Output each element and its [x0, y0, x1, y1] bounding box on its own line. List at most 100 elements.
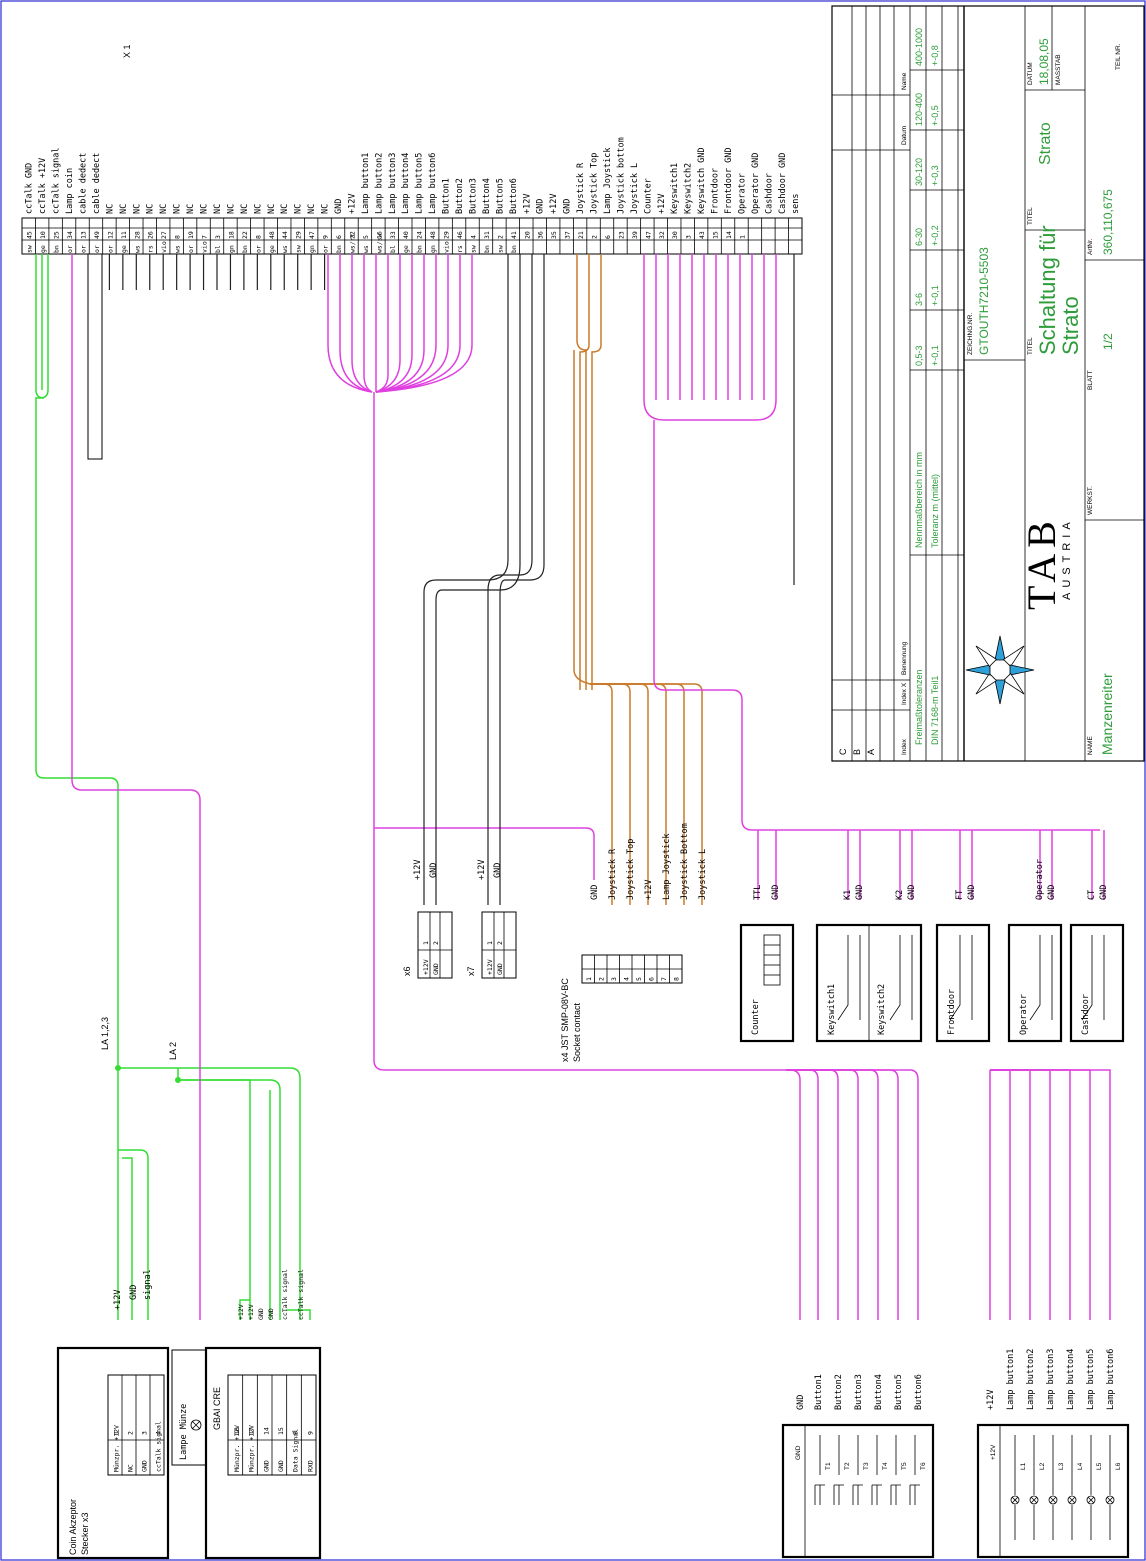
device-wiring [643, 254, 1105, 900]
k1-gnd-wire: GND [855, 885, 865, 900]
x1-signal-label: Lamp Joystick [603, 147, 613, 214]
x1-pin-number: 19 [187, 231, 195, 239]
index-row-letter: B [852, 749, 862, 755]
button-wire-label: Button3 [854, 1374, 864, 1410]
gbai-row-label: RXD [306, 1460, 314, 1472]
x7-wire-label-12v: +12V [477, 860, 487, 880]
pushbutton-icon [890, 1435, 901, 1505]
x1-signal-label: ccTalk GND [25, 163, 35, 214]
x1-wire-color: vio [443, 241, 451, 253]
bus-label-la123: LA 1,2,3 [100, 1017, 110, 1050]
x6-pin1-name: +12V [422, 959, 430, 975]
zeichnr-value: GTOUTH7210-5503 [977, 247, 991, 355]
x1-signal-label: Lamp button3 [388, 153, 398, 214]
x1-wire-color: bn [53, 245, 61, 253]
x1-wire-color: vio [160, 241, 168, 253]
x1-pin-number: 8 [254, 235, 262, 239]
x1-wire-color: or [79, 245, 87, 253]
coin-row-num: 2 [127, 1431, 135, 1435]
x1-pin-number: 31 [483, 231, 491, 239]
x1-signal-label: GND [563, 199, 573, 214]
counter-display [763, 934, 781, 986]
tolerance-value: +-0,8 [930, 45, 940, 66]
x1-wire-color: bn [416, 245, 424, 253]
x1-pin-number: 48 [268, 231, 276, 239]
coin-acceptor-sub: Stecker x3 [80, 1512, 90, 1555]
x1-signal-label: Button3 [468, 178, 478, 214]
x1-wire-color: rs [147, 245, 155, 253]
x1-signal-label: Frontdoor GND [724, 147, 734, 214]
lamp-wire-label: Lamp button5 [1086, 1349, 1096, 1410]
x7-pin2-num: 2 [496, 941, 504, 945]
x1-pin-number: 6 [335, 235, 343, 239]
x4-wire-label: Lamp Joystick [662, 833, 672, 900]
lamp-icon [1048, 1495, 1058, 1505]
x1-pin-number: 28 [133, 231, 141, 239]
tolerance-range: 400-1000 [914, 28, 924, 66]
lampe-muenze-label: Lampe Münze [179, 1404, 189, 1460]
x1-signal-label: NC [173, 204, 183, 214]
coin-wire-gnd: GND [129, 1285, 139, 1300]
x4-wire-label: GND [590, 885, 600, 900]
tolerance-value: +-0,2 [930, 225, 940, 246]
button-wire-label: Button5 [894, 1374, 904, 1410]
range-tol: Toleranz m (mittel) [930, 474, 940, 548]
tolerance-range: 30-120 [914, 158, 924, 186]
x4-pin-number: 7 [660, 977, 668, 981]
x1-wire-color: gn [227, 245, 235, 253]
x1-wire-color: or [254, 245, 262, 253]
massstab-label: MASSTAB [1055, 54, 1062, 85]
counter-box [739, 923, 795, 1043]
x1-signal-label: Cashdoor GND [778, 153, 788, 214]
x1-signal-label: NC [132, 204, 142, 214]
button-tag: T6 [920, 1462, 927, 1470]
x1-signal-label: Operator [737, 173, 747, 214]
x1-pin-number: 22 [241, 231, 249, 239]
tab-logo: TAB AUSTRIA [965, 515, 1073, 705]
x1-wire-color: ws [281, 245, 289, 253]
x1-signal-label: NC [159, 204, 169, 214]
x1-signal-label: Lamp button4 [401, 153, 411, 214]
lampe-muenze: Lampe Münze [171, 1349, 209, 1466]
gbai-row-label: Münzpr. +12V [248, 1425, 256, 1472]
button-wire-label: Button2 [834, 1374, 844, 1410]
x6-label: x6 [402, 966, 412, 976]
x4-label: x4 JST SMP-08V-BC [560, 978, 570, 1062]
x1-pin-number: 26 [147, 231, 155, 239]
lamp-panel-12v-label: +12V [990, 1444, 997, 1460]
x1-pin-number: 11 [120, 231, 128, 239]
x1-pin-number: 2 [591, 235, 599, 239]
x1-wire-color: ws [362, 245, 370, 253]
x1-wire-color: or [106, 245, 114, 253]
device-counter: TTL GND Counter [739, 885, 795, 1043]
x1-signal-label: NC [119, 204, 129, 214]
x1-wire-color: ge [39, 245, 47, 253]
x4-wire-label: Joystick Top [626, 839, 636, 900]
x1-pin-number: 45 [26, 231, 34, 239]
lamp-icon [1086, 1495, 1096, 1505]
gbai-row-num: 14 [262, 1427, 270, 1435]
index-row-letter: A [866, 749, 876, 755]
x7-pin1-name: +12V [486, 959, 494, 975]
x1-pin-number: 41 [510, 231, 518, 239]
x1-signal-label: NC [105, 204, 115, 214]
lampe-muenze-box [171, 1349, 209, 1466]
x1-signal-label: NC [240, 204, 250, 214]
gbai-row-num: 9 [306, 1431, 314, 1435]
x1-pin-number: 18 [227, 231, 235, 239]
tolerance-range: 0,5-3 [914, 345, 924, 366]
index-row-letter: C [838, 748, 848, 755]
datum-label: DATUM [1027, 62, 1034, 85]
cashdoor-box [1069, 923, 1125, 1043]
gbai-wire-label: +12V [237, 1304, 245, 1320]
x1-signal-label: +12V [522, 194, 532, 214]
x1-pin-number: 20 [523, 231, 531, 239]
gbai-row-label: Data Signal [292, 1429, 300, 1472]
button-wire-label: GND [796, 1395, 806, 1410]
k2-wire: K2 [895, 890, 905, 900]
x1-signal-label: Operator GND [751, 153, 761, 214]
x6-pin1-num: 1 [422, 941, 430, 945]
coin-row-num: 3 [141, 1431, 149, 1435]
